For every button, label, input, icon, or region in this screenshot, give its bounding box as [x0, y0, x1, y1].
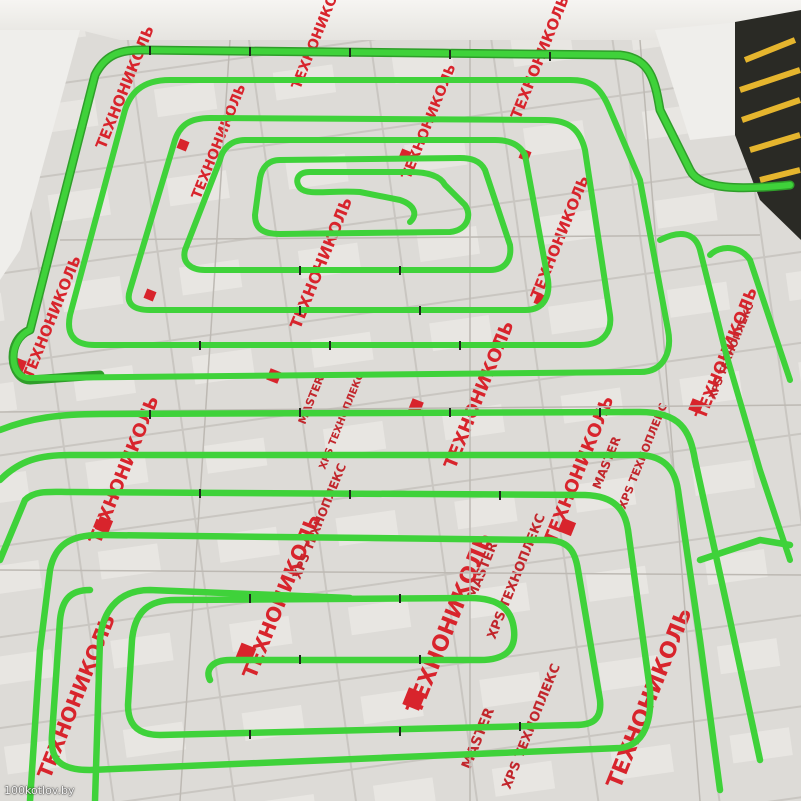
- watermark: 100kotlov.by: [4, 784, 75, 797]
- heating-pipe-upper: [10, 47, 793, 563]
- wall-left: [0, 30, 80, 280]
- pipe-spiral-lower-middle: [26, 531, 604, 801]
- pipe-run-right-3: [696, 536, 794, 564]
- pipe-clips: [149, 46, 601, 739]
- pipe-spiral-upper: [27, 77, 672, 381]
- pipe-loop-outer: [0, 408, 764, 764]
- wall-column: [655, 22, 740, 140]
- pipe-run-right-2: [707, 245, 793, 383]
- next-room-pipes: [739, 37, 801, 183]
- pipe-return-lower: [91, 586, 354, 801]
- pipe-run-right-1: [657, 231, 793, 563]
- pipe-loop-2: [0, 451, 724, 794]
- heating-pipe-lower: [0, 408, 794, 801]
- wall-top: [0, 0, 801, 40]
- pipe-spiral-lower-outer: [0, 488, 654, 774]
- pipe-loop-1: [10, 47, 793, 381]
